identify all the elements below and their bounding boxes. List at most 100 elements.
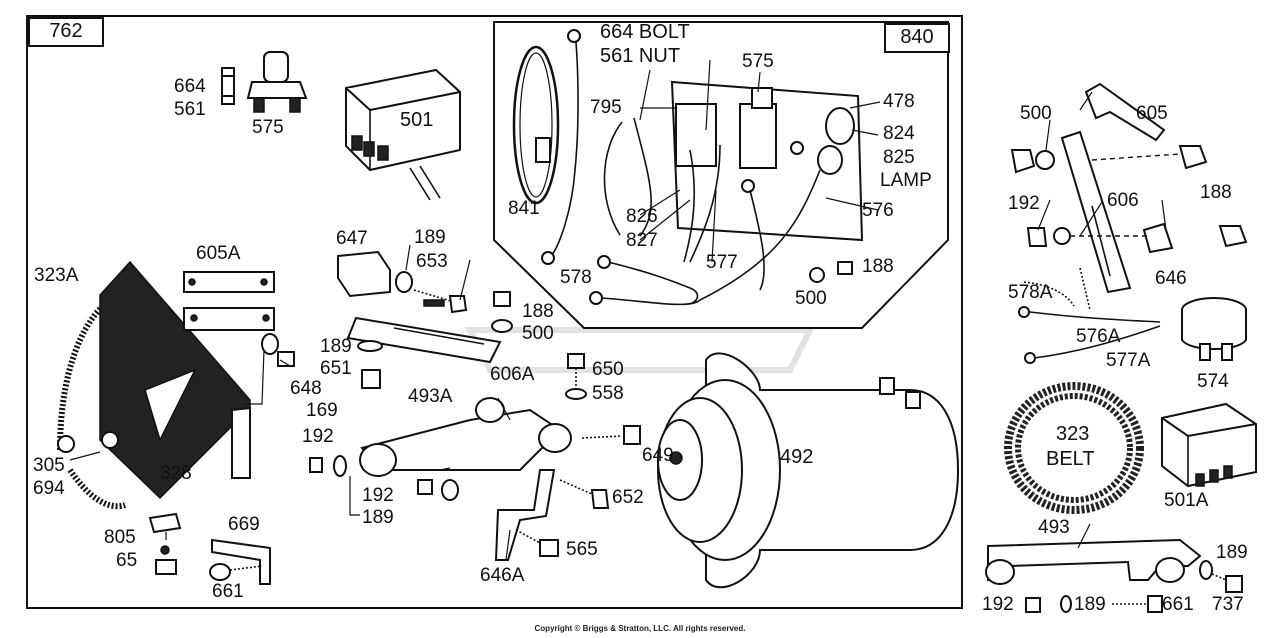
bracket-646 xyxy=(1142,222,1174,254)
label-192-right: 192 xyxy=(1008,193,1040,214)
label-188-inset: 188 xyxy=(862,256,894,277)
figure-id-inset-text: 840 xyxy=(900,26,934,48)
label-561: 561 xyxy=(174,99,206,120)
label-669: 669 xyxy=(228,514,260,535)
label-561-nut: 561 NUT xyxy=(600,45,681,67)
label-565: 565 xyxy=(566,539,598,560)
control-panel xyxy=(603,80,864,301)
label-825: 825 xyxy=(883,147,915,168)
label-500-right: 500 xyxy=(1020,103,1052,124)
label-575: 575 xyxy=(252,117,284,138)
label-558: 558 xyxy=(592,383,624,404)
wire-578 xyxy=(607,261,699,305)
label-192-bottom: 192 xyxy=(982,594,1014,615)
inset-frame xyxy=(493,21,949,329)
label-192-left: 192 xyxy=(302,426,334,447)
label-661-bottom: 661 xyxy=(1162,594,1194,615)
label-189-mid: 189 xyxy=(320,336,352,357)
label-323a: 323A xyxy=(34,265,79,286)
label-646a: 646A xyxy=(480,565,525,586)
label-605a: 605A xyxy=(196,243,241,264)
label-694: 694 xyxy=(33,478,65,499)
label-192-mid: 192 xyxy=(362,485,394,506)
figure-id-main-text: 762 xyxy=(49,20,83,42)
wire-578b xyxy=(599,297,701,306)
label-575-inset: 575 xyxy=(742,51,774,72)
belt-323 xyxy=(1004,382,1144,514)
label-189-lower: 189 xyxy=(362,507,394,528)
label-795: 795 xyxy=(590,97,622,118)
label-737: 737 xyxy=(1212,594,1244,615)
wire-827 xyxy=(549,31,579,259)
label-188-mid: 188 xyxy=(522,301,554,322)
label-605: 605 xyxy=(1136,103,1168,124)
figure-id-main: 762 xyxy=(28,17,104,47)
label-648: 648 xyxy=(290,378,322,399)
label-647: 647 xyxy=(336,228,368,249)
label-323: 323 xyxy=(1056,423,1090,445)
label-500-mid: 500 xyxy=(522,323,554,344)
spacer-647 xyxy=(337,250,391,298)
label-lamp: LAMP xyxy=(880,170,932,191)
label-576: 576 xyxy=(862,200,894,221)
label-577: 577 xyxy=(706,252,738,273)
label-824: 824 xyxy=(883,123,915,144)
label-501: 501 xyxy=(400,109,434,131)
generator-492 xyxy=(657,352,960,589)
label-577a: 577A xyxy=(1106,350,1151,371)
regulator-501A xyxy=(1161,402,1257,488)
copyright-notice: Copyright © Briggs & Stratton, LLC. All … xyxy=(534,624,746,633)
label-664: 664 xyxy=(174,76,206,97)
label-501a: 501A xyxy=(1164,490,1209,511)
clip-805 xyxy=(148,512,182,534)
label-805: 805 xyxy=(104,527,136,548)
label-169: 169 xyxy=(306,400,338,421)
fasteners xyxy=(221,75,1243,613)
bracket-493 xyxy=(985,538,1202,585)
label-493: 493 xyxy=(1038,517,1070,538)
label-189-bottom: 189 xyxy=(1074,594,1106,615)
label-576a: 576A xyxy=(1076,326,1121,347)
label-841: 841 xyxy=(508,198,540,219)
label-578: 578 xyxy=(560,267,592,288)
label-65: 65 xyxy=(116,550,138,571)
label-650: 650 xyxy=(592,359,624,380)
figure-id-inset: 840 xyxy=(884,23,950,53)
label-652: 652 xyxy=(612,487,644,508)
label-826: 826 xyxy=(626,206,658,227)
pulley-guard-328 xyxy=(57,260,251,510)
label-189-top: 189 xyxy=(414,227,446,248)
bracket-669 xyxy=(211,538,271,585)
label-189-bottom-right: 189 xyxy=(1216,542,1248,563)
bracket-605 xyxy=(1084,82,1166,142)
regulator-501 xyxy=(345,68,461,201)
label-661: 661 xyxy=(212,581,244,602)
label-827: 827 xyxy=(626,230,658,251)
label-649: 649 xyxy=(642,445,674,466)
label-492: 492 xyxy=(780,446,814,468)
label-574: 574 xyxy=(1197,371,1229,392)
label-305: 305 xyxy=(33,455,65,476)
label-606a: 606A xyxy=(490,364,535,385)
brackets-605A xyxy=(183,271,275,331)
leader-lines xyxy=(69,59,1167,561)
label-493a: 493A xyxy=(408,386,453,407)
label-328: 328 xyxy=(160,463,192,484)
main-frame xyxy=(26,15,963,609)
label-664-bolt: 664 BOLT xyxy=(600,21,690,43)
label-653: 653 xyxy=(416,251,448,272)
lamp-574 xyxy=(1181,297,1247,361)
strap-606A xyxy=(346,316,502,364)
label-606: 606 xyxy=(1107,190,1139,211)
label-578a: 578A xyxy=(1008,282,1053,303)
clamp-841 xyxy=(512,45,560,205)
label-500-inset: 500 xyxy=(795,288,827,309)
label-478: 478 xyxy=(883,91,915,112)
label-belt: BELT xyxy=(1046,448,1095,470)
label-646: 646 xyxy=(1155,268,1187,289)
label-651: 651 xyxy=(320,358,352,379)
bracket-646A xyxy=(494,469,556,561)
label-188-right: 188 xyxy=(1200,182,1232,203)
